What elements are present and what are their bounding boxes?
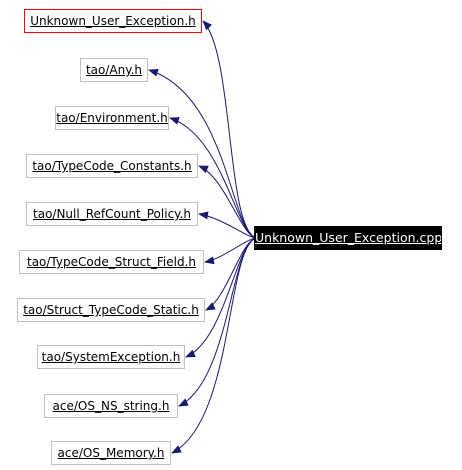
node-unknown-user-exception-cpp[interactable]: Unknown_User_Exception.cpp <box>254 226 442 250</box>
node-tao-any-h[interactable]: tao/Any.h <box>80 58 148 82</box>
edge-to-n3 <box>198 165 257 239</box>
edge-to-n0 <box>202 20 257 239</box>
edge-to-n4 <box>198 211 257 239</box>
edge-to-n9 <box>171 237 257 454</box>
node-tao-systemexception-h[interactable]: tao/SystemException.h <box>37 345 185 369</box>
edge-to-n5 <box>204 237 257 265</box>
node-tao-null-refcount-policy-h[interactable]: tao/Null_RefCount_Policy.h <box>26 202 198 226</box>
node-unknown-user-exception-h[interactable]: Unknown_User_Exception.h <box>24 9 202 33</box>
node-ace-os-ns-string-h[interactable]: ace/OS_NS_string.h <box>44 394 178 418</box>
node-tao-environment-h[interactable]: tao/Environment.h <box>55 106 169 130</box>
node-tao-struct-typecode-static-h[interactable]: tao/Struct_TypeCode_Static.h <box>17 298 205 322</box>
edge-to-n2 <box>169 117 257 239</box>
edge-layer <box>148 20 257 454</box>
node-ace-os-memory-h[interactable]: ace/OS_Memory.h <box>51 441 171 465</box>
node-tao-typecode-constants-h[interactable]: tao/TypeCode_Constants.h <box>26 154 198 178</box>
node-tao-typecode-struct-field-h[interactable]: tao/TypeCode_Struct_Field.h <box>19 250 204 274</box>
